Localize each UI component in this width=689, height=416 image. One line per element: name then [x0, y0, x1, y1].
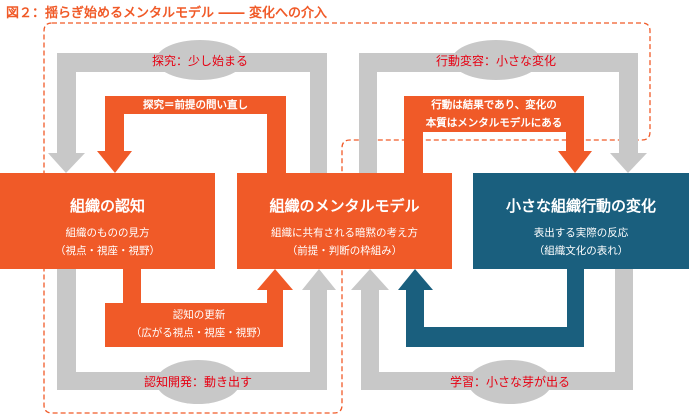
orange-arrowhead-up [257, 269, 293, 290]
label-update-2: （広がる視点・視座・視野） [130, 327, 268, 339]
dashed-boundary [43, 22, 651, 414]
box-line: （組織文化の表れ） [533, 245, 629, 257]
ellipse-top-right [452, 40, 540, 80]
label-learning: 学習：小さな芽が出る [449, 375, 570, 389]
label-update-1: 認知の更新 [172, 309, 226, 321]
gray-loop-top-right [359, 53, 638, 173]
blue-arrow-feedback [406, 268, 584, 347]
orange-label-block [105, 303, 283, 347]
box-behavior-change: 小さな組織行動の変化 表出する実際の反応 （組織文化の表れ） [473, 173, 689, 269]
ellipse-bottom-right [468, 360, 552, 404]
label-inquiry-start: 探究：少し始まる [151, 54, 248, 68]
label-action-1: 行動は結果であり、変化の [431, 99, 557, 111]
label-cognitive-development: 認知開発：動き出す [143, 375, 252, 389]
orange-arrowhead-down-left [97, 151, 132, 173]
gray-loop-bottom-right [361, 268, 633, 390]
gray-arrowhead-up-left [302, 269, 336, 290]
figure-title: 図２：揺らぎ始めるメンタルモデル ―― 変化への介入 [6, 6, 328, 21]
box-title: 組織のメンタルモデル [269, 197, 420, 215]
gray-arrowhead-down-left [48, 153, 85, 173]
gray-loop-top-left [57, 53, 327, 173]
box-mental-model: 組織のメンタルモデル 組織に共有される暗黙の考え方 （前提・判断の枠組み） [237, 173, 452, 269]
box-title: 組織の認知 [69, 197, 145, 215]
box-title: 小さな組織行動の変化 [505, 197, 656, 215]
gray-arrowhead-down-right [610, 153, 647, 173]
box-line: （視点・視座・視野） [55, 245, 160, 257]
ellipse-bottom-left [156, 360, 240, 404]
label-action-2: 本質はメンタルモデルにある [425, 117, 563, 129]
box-line: 表出する実際の反応 [533, 227, 629, 239]
orange-arrowhead-down-right [558, 151, 592, 173]
gray-arrowhead-up-right [351, 269, 389, 290]
box-line: 組織に共有される暗黙の考え方 [271, 227, 418, 239]
orange-arrow-action [404, 96, 584, 173]
gray-loop-bottom-left [57, 268, 327, 390]
blue-arrowhead-up [398, 269, 433, 290]
orange-arrow-inquiry [105, 96, 286, 173]
box-line: （前提・判断の枠組み） [286, 245, 403, 257]
box-organizational-cognition: 組織の認知 組織のものの見方 （視点・視座・視野） [0, 173, 215, 269]
label-behavior-change: 行動変容：小さな変化 [435, 54, 556, 68]
box-line: 組織のものの見方 [65, 227, 150, 239]
label-inquiry: 探究＝前提の問い直し [143, 99, 248, 111]
ellipse-top-left [156, 40, 244, 80]
